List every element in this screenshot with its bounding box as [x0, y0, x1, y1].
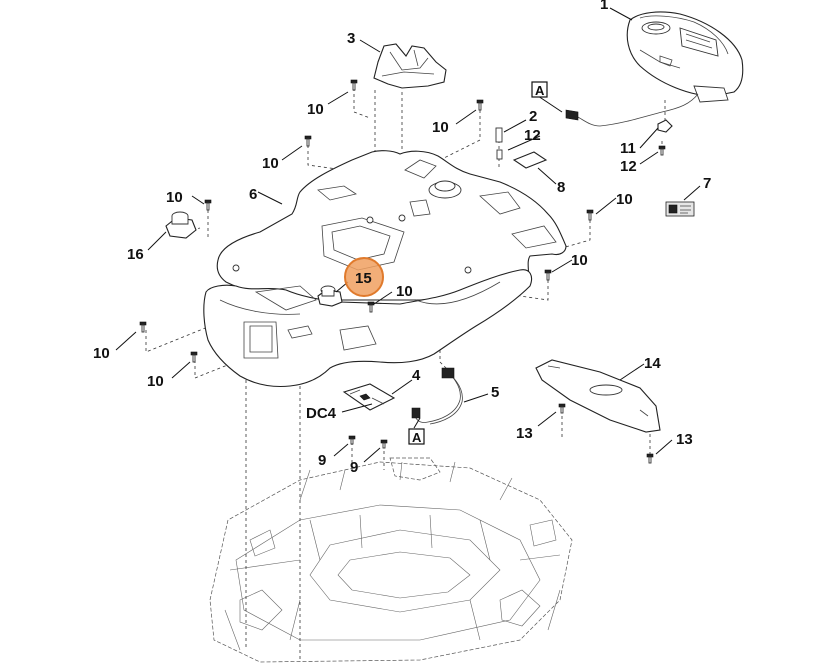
panel-cable	[565, 93, 699, 127]
callout-4[interactable]: 4	[412, 367, 421, 384]
callout-10[interactable]: 10	[307, 101, 324, 118]
callout-10[interactable]: 10	[166, 189, 183, 206]
callout-10[interactable]: 10	[432, 119, 449, 136]
callout-10[interactable]: 10	[262, 155, 279, 172]
part-15-sensor	[317, 285, 343, 307]
screw	[476, 99, 484, 111]
screw	[350, 79, 358, 91]
screw	[139, 321, 147, 333]
part-4-circuit-board	[342, 383, 396, 411]
connector-a-label: A	[412, 430, 422, 445]
callout-7[interactable]: 7	[703, 175, 711, 192]
screw	[658, 145, 666, 156]
screw	[544, 269, 552, 281]
callout-12[interactable]: 12	[524, 127, 541, 144]
callout-5[interactable]: 5	[491, 384, 499, 401]
part-14-strip-cover	[535, 359, 661, 433]
callout-labels: 1 3 10 10 2 12 10 11 12 8 7 10 6 10 16 1…	[93, 0, 711, 476]
callout-10[interactable]: 10	[147, 373, 164, 390]
part-7-label	[665, 201, 695, 217]
screw	[367, 301, 375, 313]
part-6-upper-cover	[216, 150, 567, 301]
connector-a-label: A	[535, 83, 545, 98]
screw	[380, 439, 388, 449]
screws	[139, 79, 666, 464]
connector-ref-a-bottom[interactable]: A	[408, 428, 425, 445]
callout-8[interactable]: 8	[557, 179, 565, 196]
callout-1[interactable]: 1	[600, 0, 608, 13]
callout-15[interactable]: 15	[355, 270, 372, 287]
screw	[204, 199, 212, 211]
callout-9[interactable]: 9	[318, 452, 326, 469]
connector-ref-a-top[interactable]: A	[531, 81, 548, 98]
callout-10[interactable]: 10	[616, 191, 633, 208]
callout-13[interactable]: 13	[676, 431, 693, 448]
callout-11[interactable]: 11	[620, 140, 636, 157]
callout-13[interactable]: 13	[516, 425, 533, 442]
callout-10[interactable]: 10	[571, 252, 588, 269]
part-3-bracket	[373, 43, 447, 89]
callout-6[interactable]: 6	[249, 186, 257, 203]
callout-12[interactable]: 12	[620, 158, 637, 175]
callout-16[interactable]: 16	[127, 246, 144, 263]
leader-lines	[115, 7, 701, 463]
part-16-sensor	[165, 211, 197, 239]
callout-9[interactable]: 9	[350, 459, 358, 476]
part-2-pin	[495, 127, 503, 160]
screw	[190, 351, 198, 363]
screw	[586, 209, 594, 221]
part-8-clip	[512, 151, 548, 169]
chassis-frame	[209, 457, 573, 663]
screw	[348, 435, 356, 445]
callout-2[interactable]: 2	[529, 108, 537, 125]
part-1-control-panel	[626, 11, 744, 103]
callout-10[interactable]: 10	[396, 283, 413, 300]
part-6-lower-shell	[203, 269, 533, 388]
callout-14[interactable]: 14	[644, 355, 661, 372]
screw	[558, 403, 566, 414]
callout-3[interactable]: 3	[347, 30, 355, 47]
highlight-marker[interactable]	[344, 257, 384, 297]
callout-dc4[interactable]: DC4	[306, 405, 337, 422]
part-11-connector	[657, 119, 673, 133]
screw	[646, 453, 654, 464]
callout-10[interactable]: 10	[93, 345, 110, 362]
screw	[304, 135, 312, 147]
